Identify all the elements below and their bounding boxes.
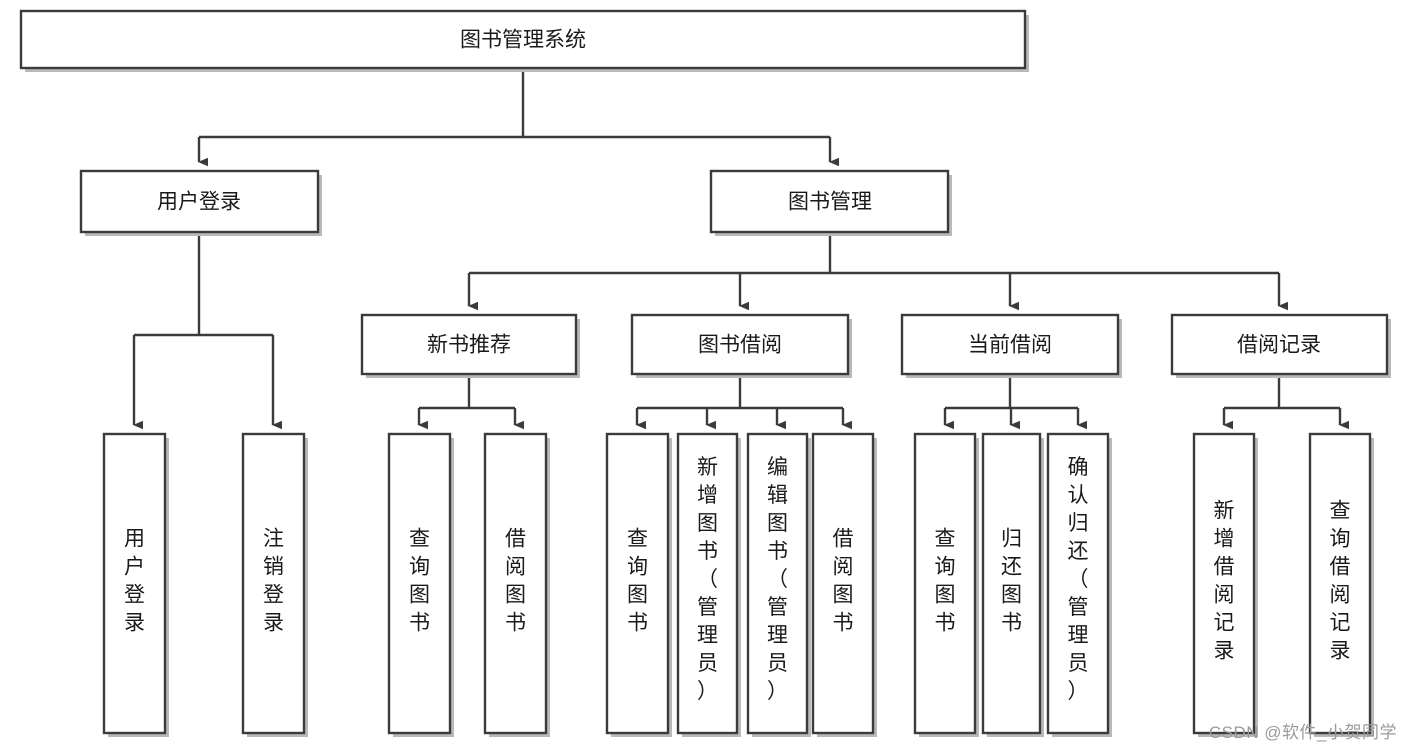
leaf-label-return-book: 归还图书	[1001, 528, 1022, 635]
node-label-book-borrow: 图书借阅	[698, 334, 782, 357]
node-borrow-record[interactable]: 借阅记录	[1170, 313, 1391, 378]
node-layer: 图书管理系统 用户登录 图书管理 新书推荐	[19, 9, 1391, 737]
leaf-node-confirm-return-admin[interactable]: 确认归还（管理员）	[1046, 432, 1112, 737]
connector-layer	[132, 68, 1349, 430]
leaf-node-return-book[interactable]: 归还图书	[981, 432, 1044, 737]
leaf-node-query-book[interactable]: 查询图书	[387, 432, 454, 737]
leaf-label-borrow-book: 借阅图书	[833, 528, 854, 635]
node-label-current-borrow: 当前借阅	[968, 334, 1052, 357]
leaf-node-query-book[interactable]: 查询图书	[605, 432, 672, 737]
leaf-node-borrow-book[interactable]: 借阅图书	[811, 432, 877, 737]
leaf-node-query-book[interactable]: 查询图书	[913, 432, 979, 737]
node-current-borrow[interactable]: 当前借阅	[900, 313, 1122, 378]
leaf-label-confirm-return-admin: 确认归还（管理员）	[1068, 456, 1089, 703]
node-label-root: 图书管理系统	[460, 29, 586, 52]
leaf-node-user-login[interactable]: 用户登录	[102, 432, 169, 737]
node-label-book-management: 图书管理	[788, 191, 872, 214]
leaf-label-query-book: 查询图书	[627, 528, 648, 635]
leaf-layer: 用户登录 注销登录 查询图书 借阅图书 查询图书 新增图书（管理员） 编辑图书（管理员） 借阅…	[102, 432, 1374, 737]
leaf-node-add-book-admin[interactable]: 新增图书（管理员）	[676, 432, 741, 737]
leaf-label-user-login: 用户登录	[124, 528, 145, 635]
node-user-login[interactable]: 用户登录	[79, 169, 322, 236]
node-label-user-login: 用户登录	[157, 191, 241, 214]
leaf-node-query-borrow-record[interactable]: 查询借阅记录	[1308, 432, 1374, 737]
node-root-system[interactable]: 图书管理系统	[19, 9, 1029, 72]
leaf-label-logout: 注销登录	[263, 528, 284, 635]
node-label-borrow-record: 借阅记录	[1237, 334, 1321, 357]
leaf-label-query-borrow-record: 查询借阅记录	[1330, 500, 1351, 663]
leaf-node-borrow-book[interactable]: 借阅图书	[483, 432, 550, 737]
leaf-label-add-book-admin: 新增图书（管理员）	[697, 456, 718, 703]
leaf-label-query-book: 查询图书	[935, 528, 956, 635]
node-book-borrow[interactable]: 图书借阅	[630, 313, 852, 378]
leaf-node-logout[interactable]: 注销登录	[241, 432, 308, 737]
node-book-management[interactable]: 图书管理	[709, 169, 952, 236]
node-new-book-recommend[interactable]: 新书推荐	[360, 313, 580, 378]
leaf-label-edit-book-admin: 编辑图书（管理员）	[767, 456, 788, 703]
leaf-node-edit-book-admin[interactable]: 编辑图书（管理员）	[746, 432, 811, 737]
leaf-node-add-borrow-record[interactable]: 新增借阅记录	[1192, 432, 1258, 737]
leaf-label-query-book: 查询图书	[409, 528, 430, 635]
leaf-label-borrow-book: 借阅图书	[505, 528, 526, 635]
leaf-label-add-borrow-record: 新增借阅记录	[1214, 500, 1235, 663]
node-label-new-book-recommend: 新书推荐	[427, 334, 511, 357]
